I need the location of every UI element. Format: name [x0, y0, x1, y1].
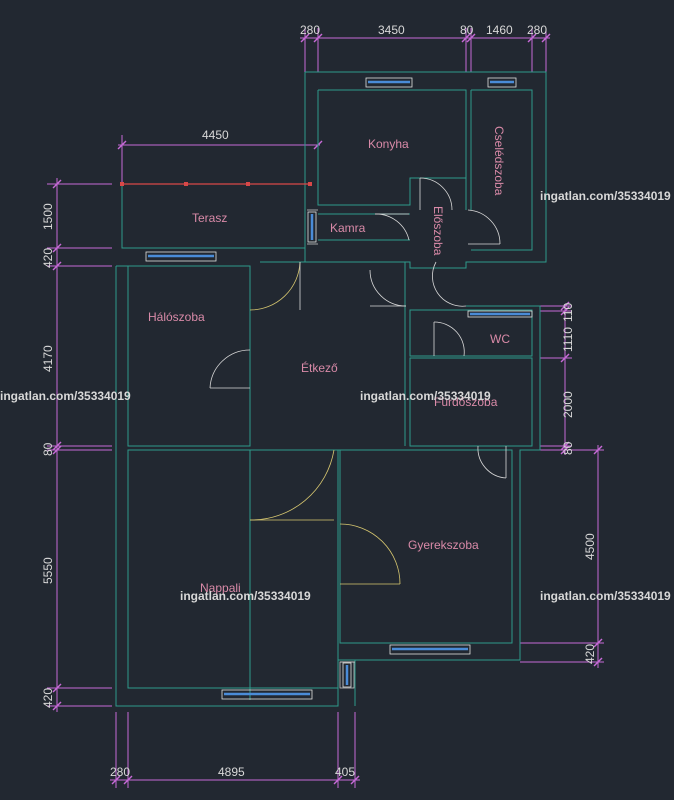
dim-terrace-4450: 4450 [202, 128, 229, 142]
room-eloszoba: Előszoba [431, 206, 445, 256]
watermark-3: ingatlan.com/35334019 [360, 389, 491, 403]
dim-left-5550: 5550 [41, 557, 55, 584]
dim-right-110: 110 [561, 303, 575, 322]
windows [145, 77, 533, 700]
dim-right-2000: 2000 [561, 391, 575, 418]
dim-top-280-a: 280 [300, 23, 320, 37]
dim-top-80: 80 [460, 23, 474, 37]
dim-left-420-a: 420 [41, 248, 55, 268]
watermarks: ingatlan.com/35334019 ingatlan.com/35334… [0, 189, 671, 603]
dim-right-80: 80 [561, 441, 575, 455]
dim-top-280-b: 280 [527, 23, 547, 37]
dim-top-1460: 1460 [486, 23, 513, 37]
watermark-2: ingatlan.com/35334019 [0, 389, 131, 403]
dim-right-1110: 1110 [561, 327, 575, 352]
dimension-lines [47, 28, 604, 788]
dim-bottom-4895: 4895 [218, 765, 245, 779]
dim-left-420-b: 420 [41, 688, 55, 708]
dim-top-3450: 3450 [378, 23, 405, 37]
room-kamra: Kamra [330, 221, 366, 235]
dim-bottom-280: 280 [110, 765, 130, 779]
doors [209, 177, 507, 585]
room-labels: Konyha Cselédszoba Terasz Kamra Előszoba… [148, 126, 510, 595]
room-nappali: Nappali [200, 581, 241, 595]
dimension-labels: 280 3450 80 1460 280 4450 1500 420 4170 … [41, 23, 597, 779]
watermark-4: ingatlan.com/35334019 [180, 589, 311, 603]
room-etkezo: Étkező [301, 360, 338, 375]
walls [115, 71, 547, 707]
wall-details [307, 209, 355, 689]
dim-right-4500: 4500 [583, 533, 597, 560]
room-furdoszoba: Fürdőszoba [434, 395, 498, 409]
dim-left-4170: 4170 [41, 345, 55, 372]
dim-bottom-405: 405 [335, 765, 355, 779]
room-terasz: Terasz [192, 211, 227, 225]
dim-right-420: 420 [583, 644, 597, 664]
room-wc: WC [490, 332, 510, 346]
room-cseledszoba: Cselédszoba [492, 126, 506, 196]
terrace-railing [120, 182, 312, 186]
room-haloszoba: Hálószoba [148, 310, 205, 324]
watermark-1: ingatlan.com/35334019 [540, 189, 671, 203]
watermark-5: ingatlan.com/35334019 [540, 589, 671, 603]
dim-left-1500: 1500 [41, 203, 55, 230]
room-konyha: Konyha [368, 137, 409, 151]
dim-left-80: 80 [41, 442, 55, 456]
room-gyerekszoba: Gyerekszoba [408, 538, 479, 552]
